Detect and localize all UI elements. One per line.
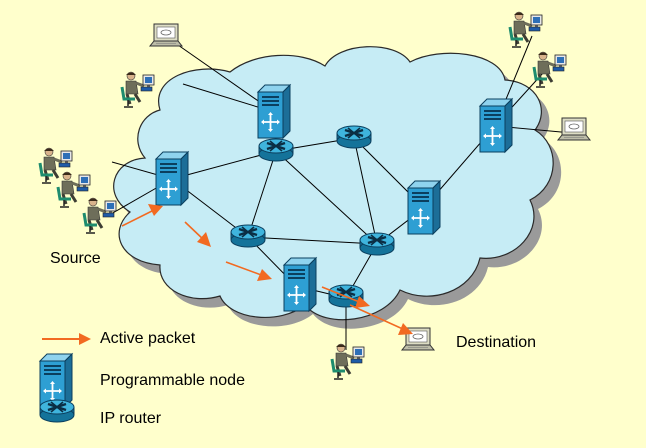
user-at-workstation-icon xyxy=(120,70,156,109)
user-at-workstation-icon xyxy=(532,50,568,89)
legend-active-packet-label: Active packet xyxy=(100,330,196,347)
laptop-icon xyxy=(557,117,591,141)
cloud xyxy=(113,46,554,321)
source-label: Source xyxy=(50,250,101,267)
user-at-workstation-icon xyxy=(56,170,92,209)
router-icon xyxy=(257,137,295,163)
legend-ip-router-label: IP router xyxy=(100,410,162,427)
server-icon xyxy=(283,257,317,312)
legend-router-icon xyxy=(38,398,76,424)
server-icon xyxy=(257,84,291,139)
destination-label: Destination xyxy=(456,334,537,351)
server-icon xyxy=(407,180,441,235)
legend-active-packet-arrow xyxy=(42,333,91,345)
router-icon xyxy=(335,124,373,150)
server-icon xyxy=(155,151,189,206)
active-packet-route xyxy=(121,204,413,335)
user-at-workstation-icon xyxy=(508,10,544,49)
legend-server-icon xyxy=(39,353,73,408)
user-at-workstation-icon xyxy=(82,196,118,235)
router-icon xyxy=(358,231,396,257)
laptop-icon xyxy=(149,23,183,47)
server-icon xyxy=(479,98,513,153)
legend-programmable-node-label: Programmable node xyxy=(100,372,245,389)
user-at-workstation-icon xyxy=(330,342,366,381)
router-icon xyxy=(229,223,267,249)
